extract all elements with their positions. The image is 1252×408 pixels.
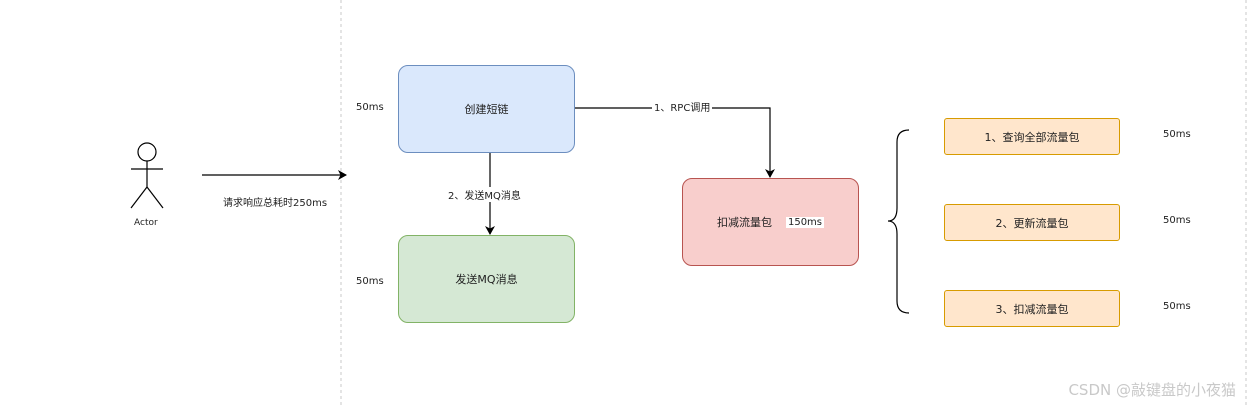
sub-step-label: 3、扣减流量包: [995, 302, 1069, 316]
sub-step-label: 1、查询全部流量包: [984, 130, 1080, 144]
sub-step-time: 50ms: [1163, 215, 1191, 226]
send-mq-box: 发送MQ消息: [398, 235, 575, 323]
actor-icon: [130, 142, 164, 209]
deduct-traffic-box: 扣减流量包 150ms: [682, 178, 859, 266]
send-mq-time: 50ms: [356, 276, 384, 287]
actor-label: Actor: [134, 218, 158, 228]
sub-step-box: 1、查询全部流量包: [944, 118, 1120, 155]
sub-step-box: 3、扣减流量包: [944, 290, 1120, 327]
send-mq-label: 发送MQ消息: [455, 273, 518, 286]
sub-step-time: 50ms: [1163, 301, 1191, 312]
watermark: CSDN @敲键盘的小夜猫: [1068, 381, 1236, 399]
rpc-edge-label: 1、RPC调用: [652, 99, 713, 114]
create-shortlink-time: 50ms: [356, 102, 384, 113]
sub-step-label: 2、更新流量包: [995, 216, 1069, 230]
create-shortlink-label: 创建短链: [464, 103, 509, 116]
curly-brace: [887, 129, 910, 314]
create-shortlink-box: 创建短链: [398, 65, 575, 153]
request-label: 请求响应总耗时250ms: [223, 198, 328, 209]
mq-edge-label: 2、发送MQ消息: [446, 187, 523, 202]
rpc-arrow: [575, 107, 775, 178]
sub-step-box: 2、更新流量包: [944, 204, 1120, 241]
sub-step-time: 50ms: [1163, 129, 1191, 140]
deduct-traffic-label: 扣减流量包: [716, 216, 772, 229]
deduct-traffic-time: 150ms: [785, 216, 825, 228]
